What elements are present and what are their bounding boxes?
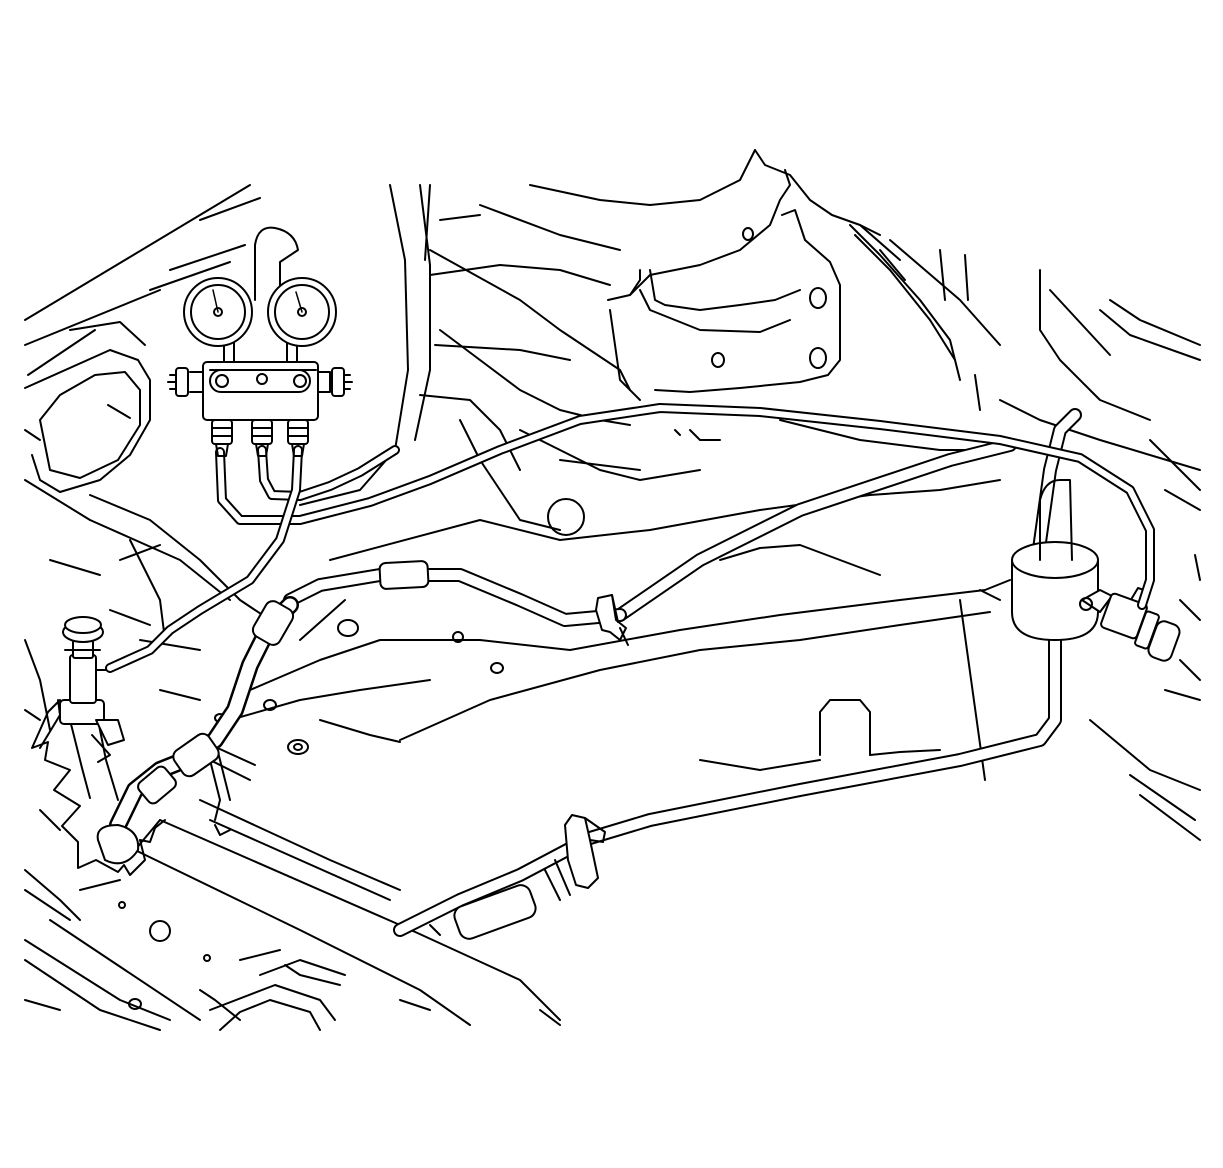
manifold-gauge-set — [167, 277, 353, 457]
hose-crimp-fitting — [251, 600, 295, 646]
low-hose-fitting — [211, 419, 233, 445]
line-retaining-clip — [544, 594, 629, 901]
hose-crimp-fitting — [172, 732, 220, 778]
accumulator — [1011, 479, 1099, 641]
hose-end-fitting — [137, 765, 177, 805]
line-ferrule — [378, 560, 430, 590]
high-hose-fitting — [287, 419, 309, 445]
low-side-service-coupler — [59, 616, 140, 865]
low-side-valve-knob — [167, 367, 204, 397]
ac-refrigerant-line — [109, 408, 1082, 940]
break-out-outline — [31, 699, 166, 876]
manifold-hoses — [105, 403, 1155, 673]
low-pressure-gauge — [183, 277, 253, 347]
high-pressure-gauge — [267, 277, 337, 347]
high-side-coupler-knob — [1147, 620, 1181, 662]
vehicle-body-structure — [24, 149, 1201, 1031]
high-side-valve-knob — [317, 367, 353, 397]
lower-line-sleeve — [453, 884, 537, 940]
utility-hose-fitting — [251, 419, 273, 445]
